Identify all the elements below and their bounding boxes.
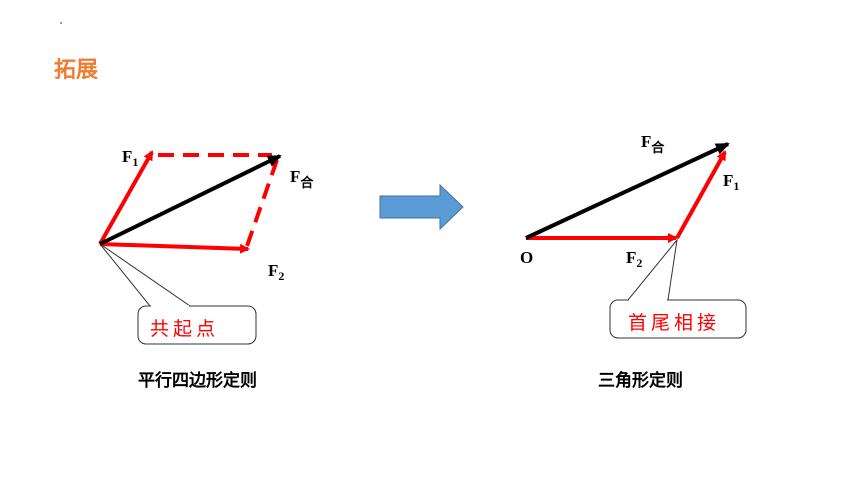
left-caption: 平行四边形定则	[138, 371, 257, 391]
left-fhe-label: F合	[290, 167, 314, 191]
left-fhe-vector	[99, 154, 282, 246]
left-callout-pointer	[99, 243, 192, 307]
left-f2-label: F2	[268, 261, 285, 283]
right-caption: 三角形定则	[598, 371, 683, 391]
right-fhe-vector	[525, 142, 730, 240]
right-callout-box	[609, 299, 747, 339]
left-f1-vector	[98, 150, 154, 245]
left-dashed-right	[245, 159, 279, 247]
right-f1-vector	[675, 150, 727, 239]
left-callout-text: 共起点	[150, 318, 220, 340]
right-f2-label: F2	[626, 248, 643, 270]
right-callout-text: 首尾相接	[628, 312, 721, 334]
right-origin-label: O	[520, 248, 534, 267]
page-title: 拓展	[54, 58, 99, 83]
right-fhe-label: F合	[641, 132, 665, 156]
decor-dot	[60, 22, 62, 24]
left-f1-label: F1	[122, 147, 139, 169]
right-f1-label: F1	[723, 171, 740, 193]
left-callout-box	[137, 305, 257, 345]
left-f2-vector	[99, 242, 250, 254]
transition-arrow-icon	[379, 183, 464, 231]
